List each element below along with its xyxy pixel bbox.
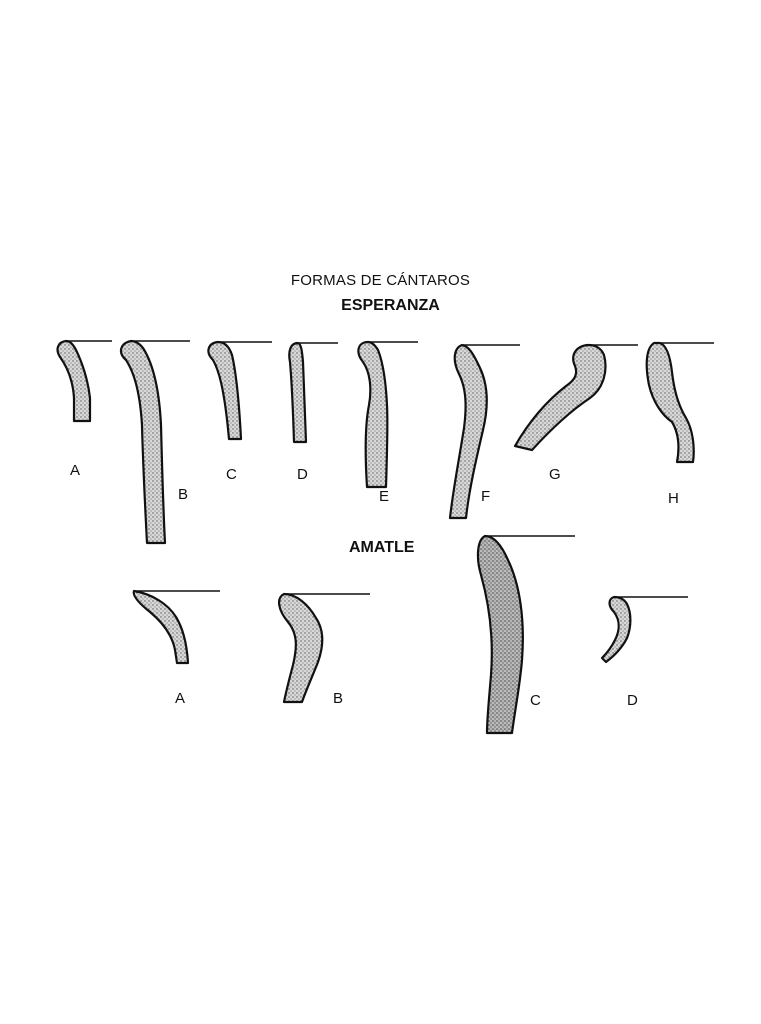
group-title-esperanza: ESPERANZA <box>341 297 440 314</box>
label-esperanza-a: A <box>70 462 81 479</box>
profile-amatle-c <box>476 534 575 735</box>
profile-esperanza-b <box>119 339 190 545</box>
group-title-amatle: AMATLE <box>349 539 415 556</box>
profile-esperanza-a <box>56 339 112 423</box>
label-esperanza-f: F <box>481 488 491 505</box>
label-esperanza-g: G <box>549 466 561 483</box>
label-esperanza-c: C <box>226 466 237 483</box>
label-esperanza-h: H <box>668 490 679 507</box>
profile-amatle-b <box>278 592 370 704</box>
label-esperanza-d: D <box>297 466 308 483</box>
label-amatle-c: C <box>530 692 541 709</box>
profile-esperanza-e <box>357 340 418 489</box>
profile-esperanza-c <box>207 340 272 441</box>
figure-title: FORMAS DE CÁNTAROS <box>290 272 471 289</box>
profile-amatle-a <box>132 589 220 665</box>
profile-esperanza-f <box>448 343 520 520</box>
label-amatle-a: A <box>175 690 186 707</box>
label-amatle-d: D <box>627 692 638 709</box>
profile-amatle-d <box>600 595 688 664</box>
profile-esperanza-g <box>513 343 638 452</box>
profile-esperanza-h <box>645 341 714 464</box>
label-amatle-b: B <box>333 690 344 707</box>
label-esperanza-b: B <box>178 486 189 503</box>
profile-esperanza-d <box>288 341 338 444</box>
label-esperanza-e: E <box>379 488 390 505</box>
